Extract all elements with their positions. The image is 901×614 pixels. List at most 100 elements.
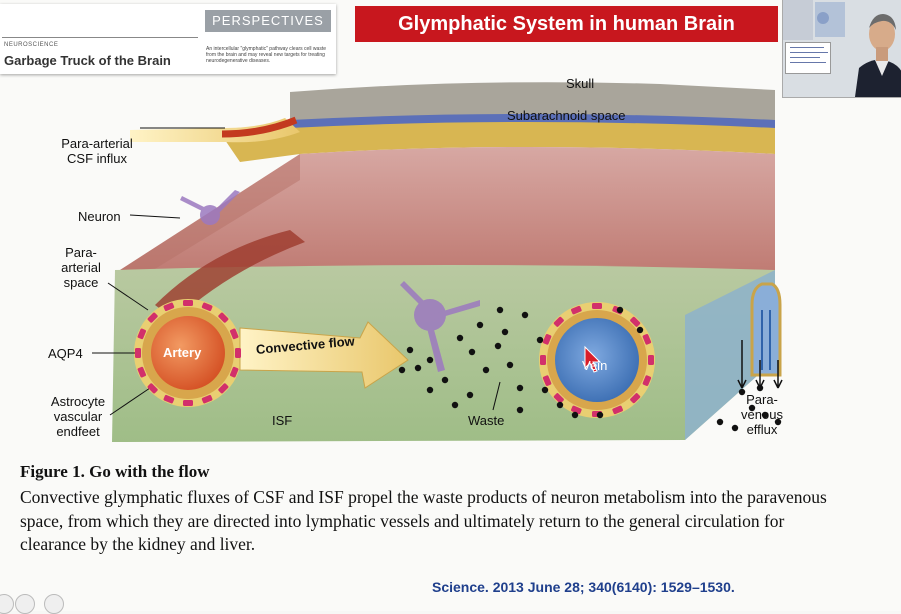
aqp4-channel	[147, 383, 158, 394]
label-para-arterial-space: Para- arterial space	[61, 245, 101, 290]
waste-particle	[468, 348, 476, 356]
leader-space	[107, 282, 149, 311]
waste-particle	[756, 384, 764, 392]
convective-flow-arrow	[239, 321, 409, 389]
aqp4-channel	[183, 400, 193, 406]
waste-particle	[596, 411, 604, 419]
figure-title: Figure 1. Go with the flow	[20, 462, 210, 481]
waste-particle	[496, 306, 504, 314]
subarachnoid-layer	[225, 122, 775, 162]
waste-particles	[398, 306, 782, 432]
waste-particle	[571, 411, 579, 419]
aqp4-channel	[229, 366, 239, 378]
aqp4-channel	[137, 328, 147, 340]
aqp4-channel	[218, 312, 229, 323]
aqp4-channel	[235, 348, 241, 358]
aqp4-channel	[201, 302, 213, 312]
label-astrocyte-endfeet: Astrocyte vascular endfeet	[50, 394, 106, 439]
waste-particle	[516, 406, 524, 414]
label-paravenous-efflux: Para- venous efflux	[741, 392, 783, 437]
artery-vessel	[134, 299, 242, 407]
label-isf: ISF	[272, 413, 293, 428]
label-aqp4: AQP4	[48, 346, 83, 361]
aqp4-channel	[592, 303, 602, 309]
clipping-title: Garbage Truck of the Brain	[4, 53, 171, 68]
waste-particle	[716, 418, 724, 426]
clipping-section-band: PERSPECTIVES	[205, 10, 331, 32]
label-skull: Skull	[566, 76, 595, 91]
waste-particle	[731, 424, 739, 432]
waste-particle	[451, 401, 459, 409]
neuron-cells	[180, 190, 480, 372]
waste-particle	[541, 386, 549, 394]
waste-particle	[636, 326, 644, 334]
diagram-illustration	[92, 82, 783, 442]
aqp4-channel	[612, 405, 623, 415]
waste-particle	[426, 356, 434, 364]
label-subarachnoid: Subarachnoid space	[507, 108, 626, 123]
aqp4-channel	[540, 355, 546, 365]
label-artery: Artery	[163, 345, 202, 360]
waste-particle	[414, 364, 422, 372]
waste-particle	[466, 391, 474, 399]
dura-band	[290, 114, 775, 130]
slide-title: Glymphatic System in human Brain	[355, 6, 778, 42]
aqp4-channel	[642, 375, 652, 386]
skull-layer	[290, 82, 775, 122]
clipping-section: NEUROSCIENCE	[4, 42, 59, 48]
aqp4-channels	[135, 300, 654, 417]
waste-particle	[398, 366, 406, 374]
waste-particle	[556, 401, 564, 409]
prev-slide-button[interactable]	[0, 594, 14, 614]
aqp4-channel	[137, 366, 147, 378]
webcam-feed	[782, 0, 901, 98]
aqp4-channel	[183, 300, 193, 306]
journal-clipping: PERSPECTIVES NEUROSCIENCE Garbage Truck …	[0, 4, 336, 74]
aqp4-channel	[147, 312, 158, 323]
aqp4-channel	[630, 316, 641, 327]
waste-particle	[516, 384, 524, 392]
aqp4-channel	[642, 334, 652, 345]
waste-particle	[521, 311, 529, 319]
menu-button[interactable]	[15, 594, 35, 614]
pial-artery	[221, 116, 298, 138]
aqp4-channel	[163, 302, 175, 312]
leader-astro	[109, 387, 151, 416]
label-vein: Vein	[582, 358, 608, 373]
paravenous-tube	[750, 282, 782, 377]
aqp4-channel	[630, 393, 641, 404]
waste-particle	[406, 346, 414, 354]
clipping-blurb: An intercellular "glymphatic" pathway cl…	[206, 46, 326, 64]
label-neuron: Neuron	[78, 209, 121, 224]
clipping-rule	[2, 37, 198, 38]
waste-particle	[426, 386, 434, 394]
leader-waste	[492, 381, 501, 411]
waste-particle	[761, 411, 769, 419]
waste-particle	[738, 388, 746, 396]
waste-particle	[616, 306, 624, 314]
waste-particle	[456, 334, 464, 342]
label-para-arterial-csf: Para-arterial CSF influx	[61, 136, 133, 166]
label-waste: Waste	[468, 413, 505, 428]
more-options-button[interactable]	[44, 594, 64, 614]
waste-particle	[501, 328, 509, 336]
aqp4-channel	[542, 375, 552, 386]
aqp4-channel	[648, 355, 654, 365]
artery-branch	[155, 230, 305, 320]
figure-caption: Convective glymphatic fluxes of CSF and …	[20, 487, 827, 554]
aqp4-channel	[201, 394, 213, 404]
citation: Science. 2013 June 28; 340(6140): 1529–1…	[432, 579, 735, 595]
waste-particle	[774, 418, 782, 426]
glymphatic-diagram: Skull Subarachnoid space Para-arterial C…	[0, 70, 800, 448]
mouse-cursor	[584, 345, 602, 373]
waste-particle	[748, 404, 756, 412]
aqp4-channel	[229, 328, 239, 340]
waste-particle	[506, 361, 514, 369]
csf-influx-arrow	[130, 118, 300, 143]
aqp4-channel	[553, 316, 564, 327]
aqp4-channel	[135, 348, 141, 358]
aqp4-channel	[218, 383, 229, 394]
aqp4-channel	[542, 334, 552, 345]
leader-neuron	[129, 214, 181, 219]
waste-particle	[476, 321, 484, 329]
